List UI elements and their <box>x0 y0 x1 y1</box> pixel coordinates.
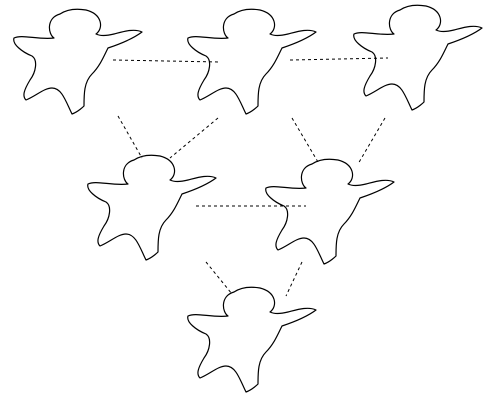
figures-group <box>14 5 482 392</box>
connector-line-fig-1-fig-2 <box>113 60 220 62</box>
person-figure-fig-2 <box>188 9 316 114</box>
person-outline-fig-2 <box>188 9 316 114</box>
person-outline-fig-3 <box>354 5 482 110</box>
person-figure-fig-5 <box>266 159 394 264</box>
person-outline-fig-5 <box>266 159 394 264</box>
connector-line-fig-4-fig-6 <box>206 262 232 294</box>
connector-line-fig-1-fig-4 <box>118 116 142 158</box>
person-figure-fig-3 <box>354 5 482 110</box>
connector-lines <box>113 58 388 296</box>
connector-line-fig-5-fig-6 <box>286 262 302 296</box>
person-outline-fig-1 <box>14 9 142 114</box>
connector-line-fig-2-fig-5 <box>292 118 318 162</box>
connector-line-fig-2-fig-3 <box>290 58 388 60</box>
person-figure-fig-6 <box>188 287 316 392</box>
connector-line-fig-3-fig-5 <box>358 118 385 164</box>
person-figure-fig-1 <box>14 9 142 114</box>
person-outline-fig-4 <box>88 155 216 260</box>
connector-line-fig-2-fig-4 <box>170 118 218 158</box>
person-outline-fig-6 <box>188 287 316 392</box>
person-figure-fig-4 <box>88 155 216 260</box>
